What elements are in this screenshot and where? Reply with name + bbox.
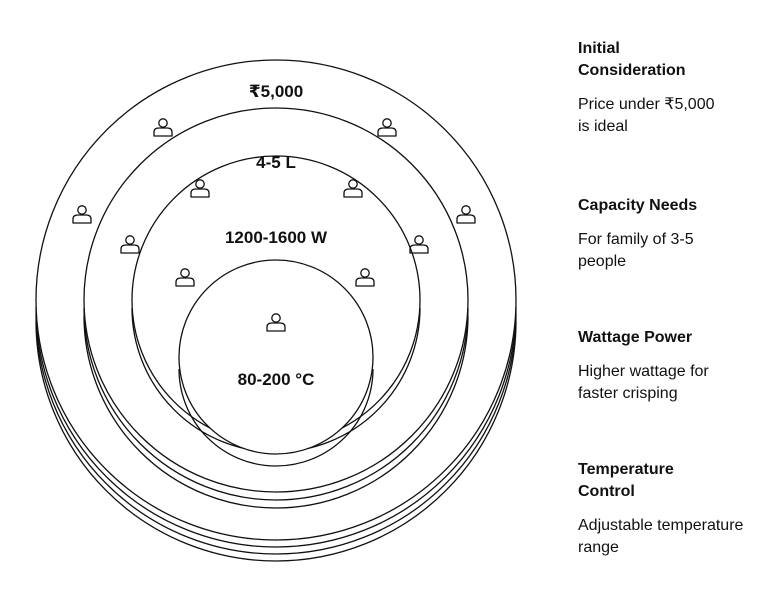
- panel-item-description: For family of 3-5 people: [578, 231, 694, 270]
- panel-item-capacity-needs: Capacity Needs For family of 3-5 people: [578, 195, 773, 273]
- panel-item-title: Temperature Control: [578, 461, 674, 500]
- panel-item-initial-consideration: Initial Consideration Price under ₹5,000…: [578, 38, 773, 138]
- panel-item-wattage-power: Wattage Power Higher wattage for faster …: [578, 327, 773, 405]
- panel-item-description: Higher wattage for faster crisping: [578, 363, 709, 402]
- ring-label-wattage: 1200-1600 W: [225, 228, 328, 247]
- panel-item-description: Price under ₹5,000 is ideal: [578, 96, 715, 135]
- panel-item-title: Initial Consideration: [578, 40, 686, 79]
- ring-label-price: ₹5,000: [249, 82, 303, 101]
- panel-item-title: Capacity Needs: [578, 197, 698, 214]
- nested-rings-diagram: ₹5,000 4-5 L 1200-1600 W 80-200 °C: [35, 59, 517, 562]
- ring-label-temperature: 80-200 °C: [238, 370, 315, 389]
- panel-item-title: Wattage Power: [578, 329, 693, 346]
- ring-inner: [178, 259, 374, 467]
- panel-item-description: Adjustable temperature range: [578, 517, 744, 556]
- panel-item-temperature-control: Temperature Control Adjustable temperatu…: [578, 459, 773, 559]
- ring-label-capacity: 4-5 L: [256, 153, 296, 172]
